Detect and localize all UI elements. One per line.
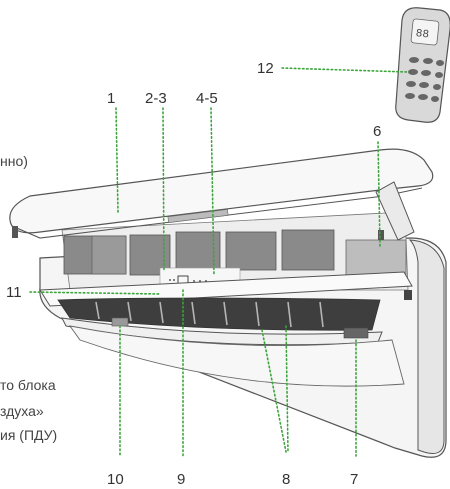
emergency-button <box>111 317 129 327</box>
callout-11: 11 <box>6 284 22 301</box>
unit-side-panel <box>408 239 445 454</box>
callout-8: 8 <box>282 471 290 488</box>
indoor-unit <box>9 148 447 458</box>
side-text: нно) то блока здуха» ия (ПДУ) <box>0 153 57 443</box>
front-panel-lid <box>9 148 434 234</box>
callout-10: 10 <box>107 471 124 488</box>
callout-12: 12 <box>257 60 274 77</box>
lower-lip <box>68 325 405 387</box>
callout-6: 6 <box>373 123 381 140</box>
leader-1 <box>115 107 119 213</box>
lid-support <box>375 181 415 241</box>
remote-control: 88 <box>395 7 450 123</box>
callout-4-5: 4-5 <box>196 90 218 107</box>
remote-buttons <box>405 57 444 102</box>
leader-11 <box>29 291 161 295</box>
front-panel-lower <box>39 271 413 307</box>
leader-8 <box>261 325 289 453</box>
side-text-3: здуха» <box>0 403 44 419</box>
vertical-vanes <box>95 301 324 328</box>
callout-9: 9 <box>177 471 185 488</box>
side-text-1: нно) <box>0 153 28 169</box>
lid-latch-right <box>378 230 384 240</box>
callout-7: 7 <box>350 471 358 488</box>
side-text-2: то блока <box>0 377 56 393</box>
callout-1: 1 <box>107 90 115 107</box>
remote-display <box>410 18 440 46</box>
leader-lines <box>29 67 409 457</box>
air-filters <box>63 229 335 276</box>
leader-4-5 <box>210 107 215 277</box>
remote-display-text: 88 <box>415 28 429 41</box>
lid-latch-left <box>12 226 18 238</box>
louver-motor <box>343 327 369 339</box>
callout-2-3: 2-3 <box>145 90 167 107</box>
callout-labels: 1 2-3 4-5 6 7 8 9 10 11 12 <box>6 60 381 488</box>
side-text-4: ия (ПДУ) <box>0 427 57 443</box>
air-outlet <box>57 297 381 331</box>
leader-2-3 <box>162 107 165 271</box>
clip <box>404 290 412 300</box>
leader-6 <box>377 141 381 247</box>
leader-12 <box>281 67 409 73</box>
